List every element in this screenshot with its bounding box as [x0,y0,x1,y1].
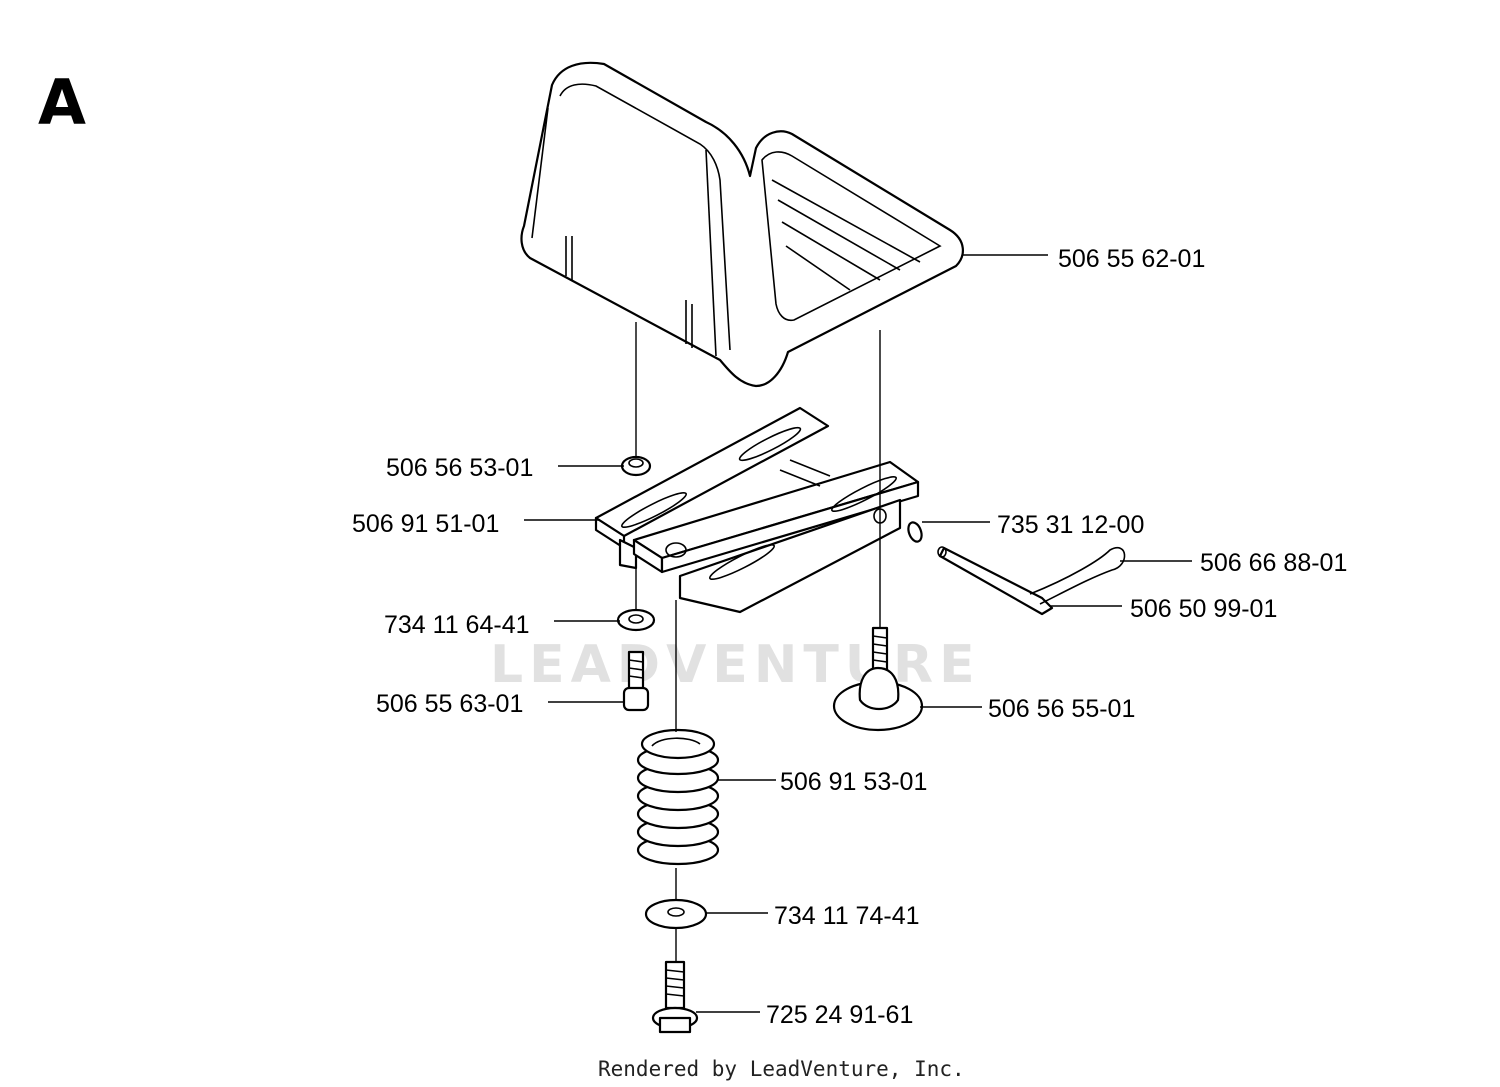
flange-bolt-drawing [651,960,699,1034]
section-letter: A [38,66,86,139]
spring-drawing [636,728,720,866]
washer-small-drawing [616,608,656,632]
hair-pin-drawing [1029,547,1126,605]
label-bushing[interactable]: 506 56 53-01 [386,454,533,482]
leader-lines [524,254,1192,1013]
screw-drawing [622,650,650,712]
label-washer-large[interactable]: 734 11 74-41 [774,902,920,930]
label-spring[interactable]: 506 91 53-01 [780,768,927,796]
credit-text: Rendered by LeadVenture, Inc. [598,1057,965,1081]
assembly-lines [635,322,881,962]
label-knob[interactable]: 506 56 55-01 [988,695,1135,723]
label-seat[interactable]: 506 55 62-01 [1058,245,1205,273]
bracket-drawing [594,406,920,614]
washer-large-drawing [644,898,708,930]
seat-drawing [520,61,964,388]
part-labels: 506 55 62-01 506 56 53-01 506 91 51-01 7… [352,245,1347,1029]
label-pin[interactable]: 506 50 99-01 [1130,595,1277,623]
label-screw[interactable]: 506 55 63-01 [376,690,523,718]
label-washer-small[interactable]: 734 11 64-41 [384,611,530,639]
knob-drawing [832,626,924,732]
label-flange-bolt[interactable]: 725 24 91-61 [766,1001,913,1029]
pin-drawing [937,546,1054,616]
bushing-drawing [620,455,652,477]
label-bracket[interactable]: 506 91 51-01 [352,510,499,538]
lock-washer-drawing [907,521,923,543]
watermark: LEADVENTURE [490,635,981,695]
label-hair-pin[interactable]: 506 66 88-01 [1200,549,1347,577]
label-lock-washer[interactable]: 735 31 12-00 [997,511,1144,539]
